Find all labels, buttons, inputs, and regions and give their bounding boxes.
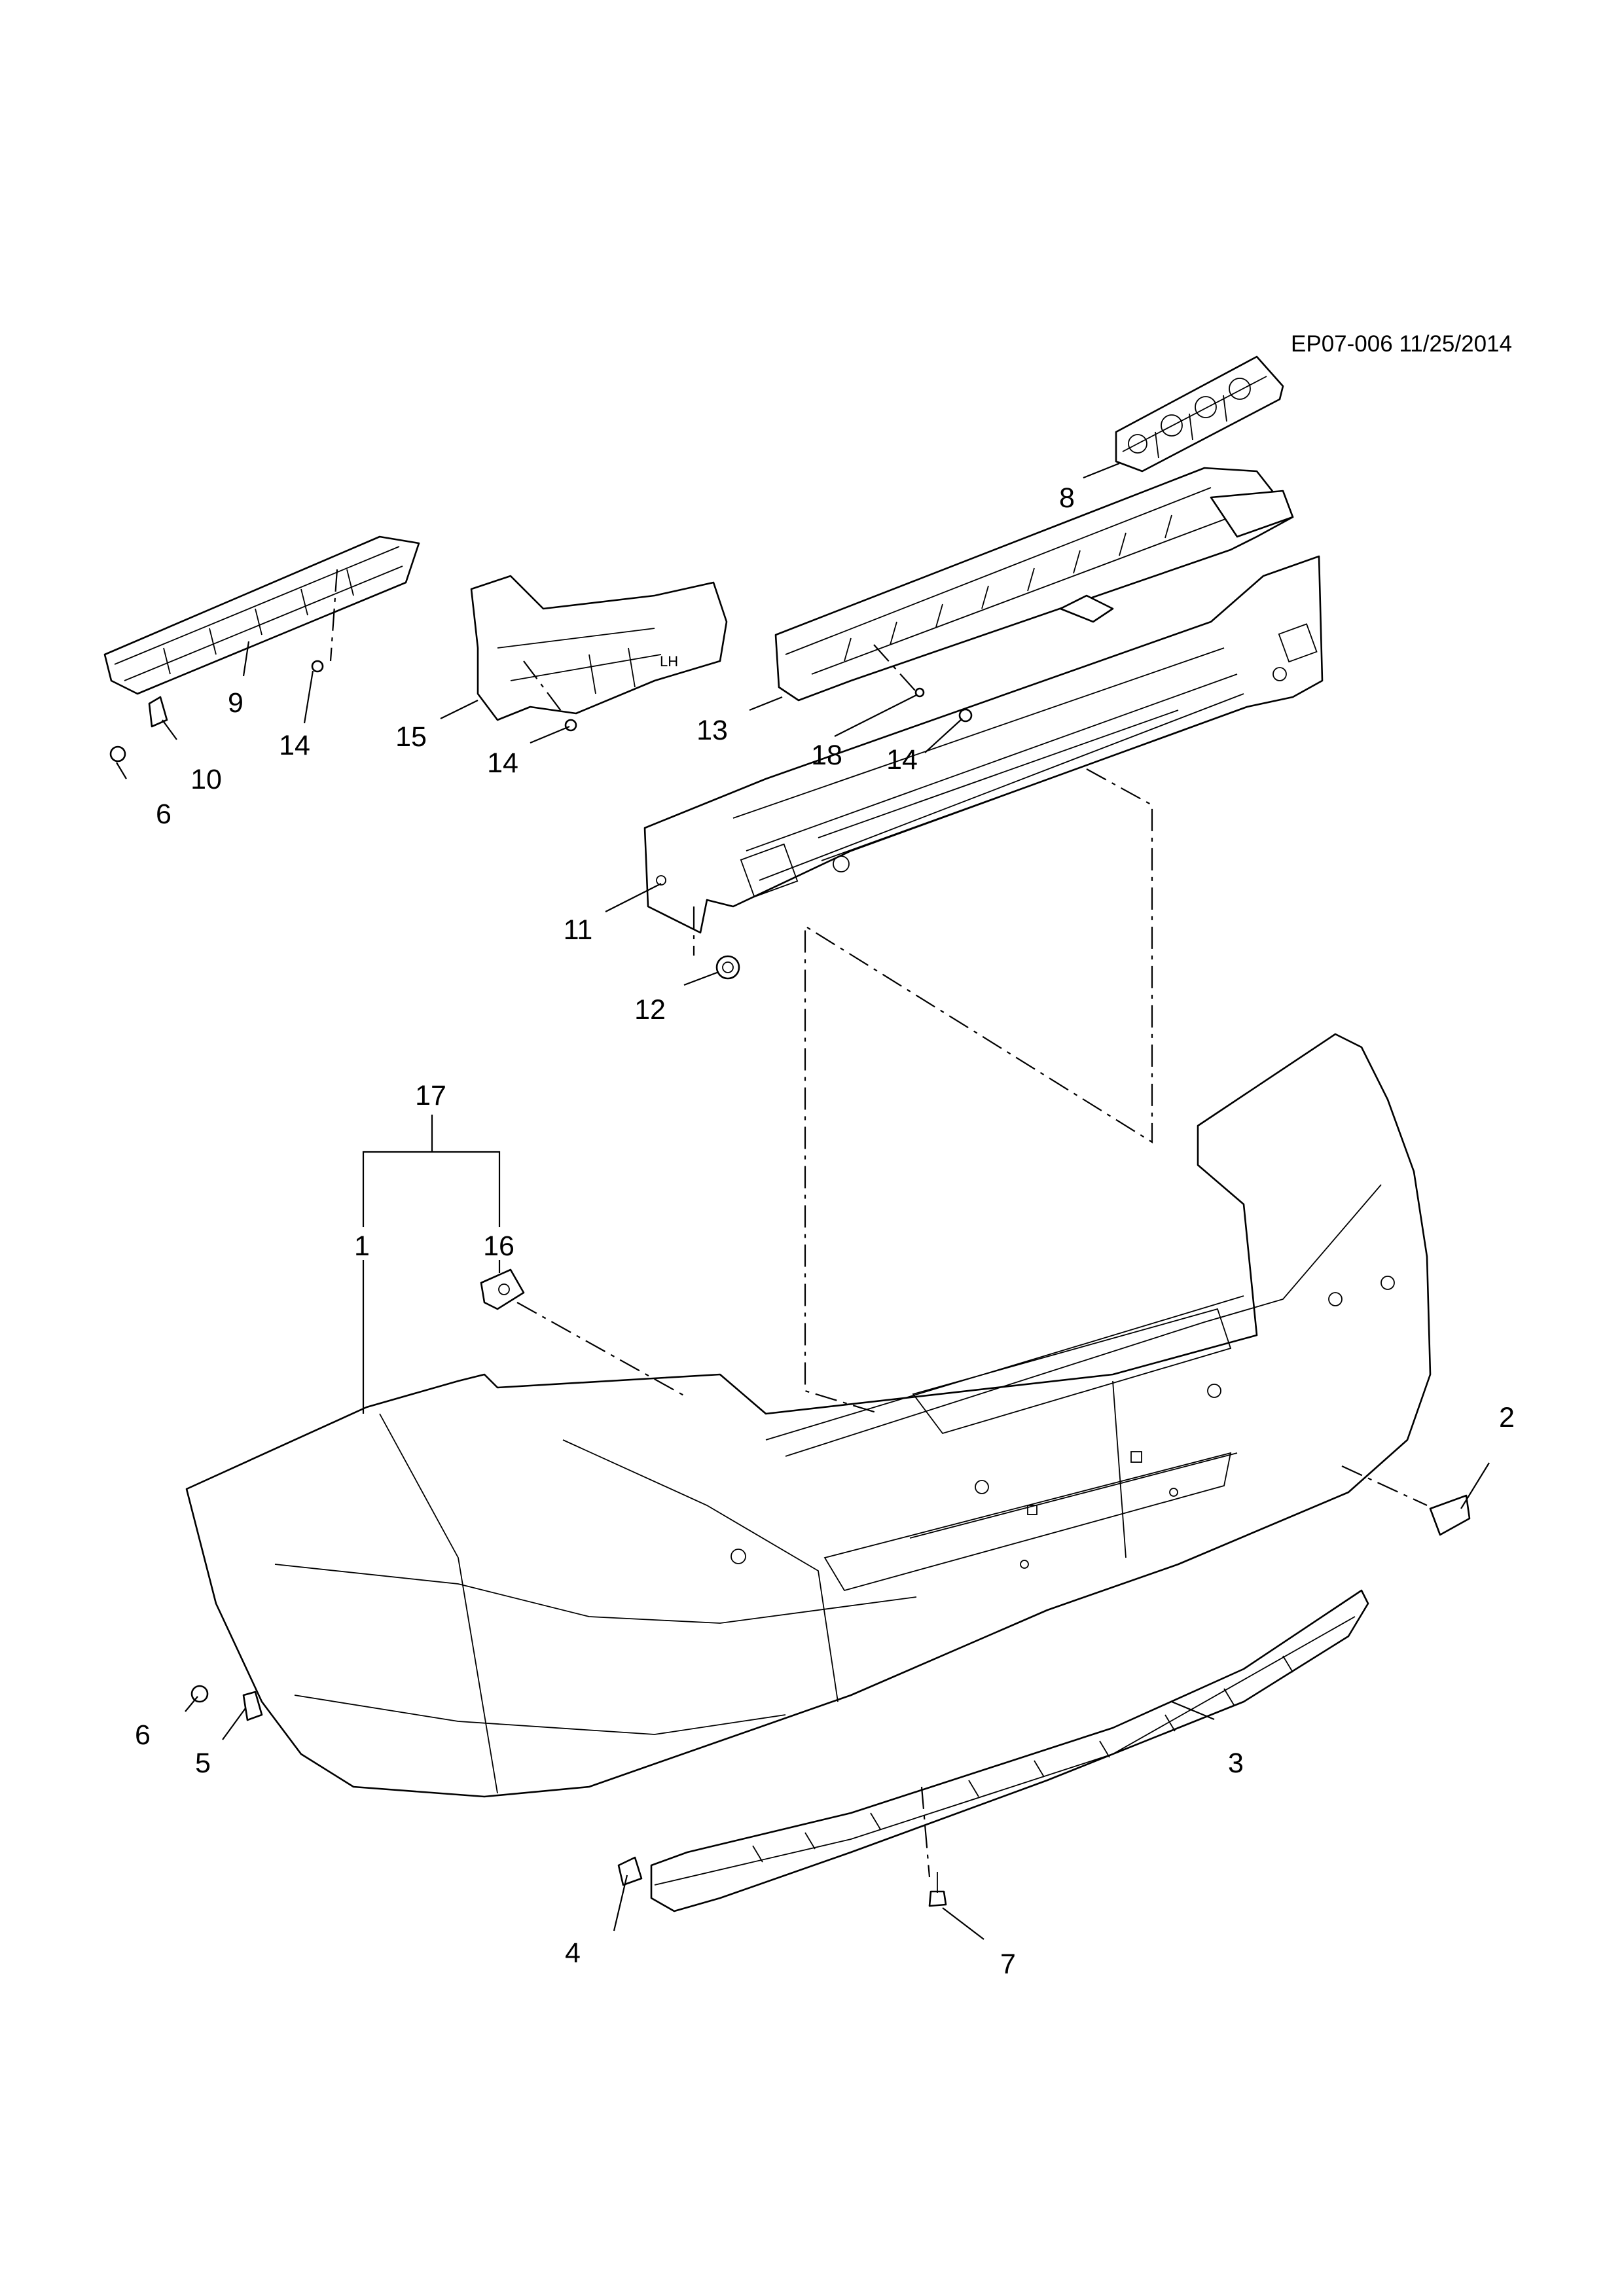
part-13-energy-absorber [774, 467, 1294, 702]
callout-6-upper: 6 [156, 798, 171, 830]
callout-14-right: 14 [886, 744, 918, 776]
callout-3: 3 [1228, 1748, 1244, 1779]
callout-2: 2 [1499, 1402, 1515, 1433]
callout-8: 8 [1059, 482, 1075, 514]
callout-6-lower: 6 [135, 1719, 151, 1751]
part-3-lower-valance [650, 1589, 1369, 1912]
callout-7: 7 [1000, 1948, 1016, 1980]
callout-14-left: 14 [279, 730, 310, 761]
assembly-lines [329, 569, 1428, 1878]
part-2-tow-eye-cover [1429, 1494, 1471, 1536]
callout-1: 1 [354, 1230, 370, 1262]
part-8-right-bracket [1115, 355, 1284, 473]
callout-11: 11 [564, 914, 593, 946]
part-11-impact-bar [643, 555, 1324, 934]
callout-16: 16 [483, 1230, 514, 1262]
callout-4: 4 [565, 1937, 581, 1969]
part-9-left-bracket [103, 535, 420, 695]
callout-labels: 1 2 3 4 5 6 6 7 8 9 10 11 12 13 14 14 14… [135, 482, 1515, 1980]
fasteners [109, 660, 973, 1907]
reference-code: EP07-006 11/25/2014 [1291, 331, 1512, 357]
callout-13: 13 [696, 715, 728, 746]
leader-lines [116, 462, 1490, 1940]
callout-12: 12 [634, 994, 666, 1026]
callout-14-middle: 14 [487, 747, 518, 779]
callout-17: 17 [415, 1080, 446, 1111]
part-15-side-bracket: LH [470, 575, 728, 721]
callout-9: 9 [228, 687, 244, 719]
callout-18: 18 [811, 740, 842, 771]
callout-10: 10 [190, 764, 222, 795]
part-16-retainer [480, 1268, 525, 1310]
callout-5: 5 [195, 1748, 211, 1779]
callout-15: 15 [395, 721, 427, 753]
part-1-bumper-fascia [185, 1033, 1432, 1798]
lh-marking: LH [660, 653, 678, 670]
